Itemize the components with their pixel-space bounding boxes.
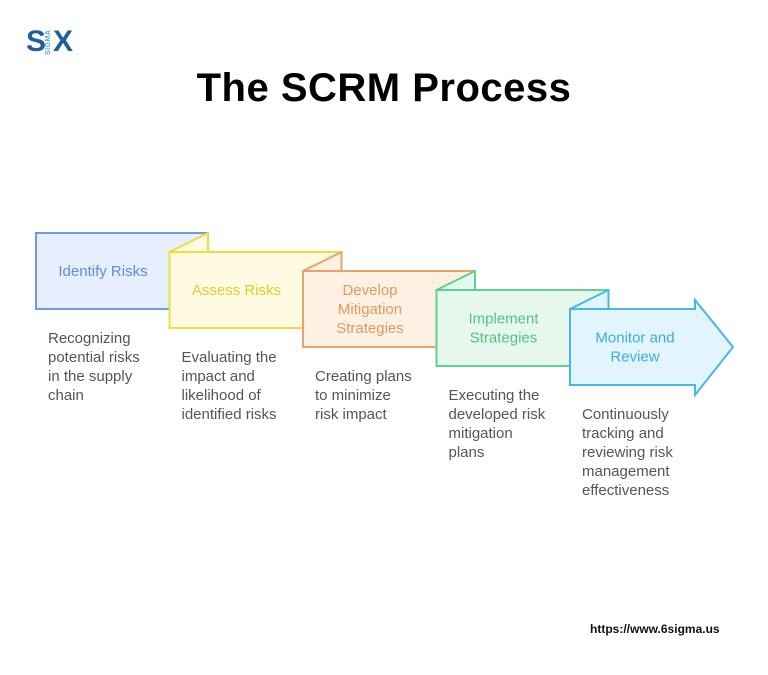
description-line: Continuously	[582, 406, 669, 423]
step-description-identify-risks: Recognizing potential risks in the supply c…	[48, 329, 140, 405]
fold-connector	[302, 251, 343, 272]
description-line: reviewing risk	[582, 444, 673, 461]
description-line: to minimize	[315, 387, 391, 404]
description-line: likelihood of	[181, 387, 261, 404]
description-line: identified risks	[181, 406, 277, 423]
description-line: Evaluating the	[181, 349, 277, 366]
step-assess-risks: Assess Risks	[168, 232, 343, 329]
step-label: Develop	[342, 282, 397, 299]
fold-connector	[168, 232, 209, 253]
six-sigma-logo: S SIGMA X	[26, 25, 73, 58]
step-arrow-shape	[569, 297, 735, 398]
description-line: developed risk	[448, 406, 546, 423]
description-line: potential risks	[48, 349, 140, 366]
footer-url[interactable]: https://www.6sigma.us	[590, 622, 720, 636]
description-line: effectiveness	[582, 482, 670, 499]
step-label: Identify Risks	[58, 263, 147, 280]
step-description-monitor-and-review: Continuously tracking and reviewing risk ma…	[582, 405, 673, 500]
description-line: plans	[448, 444, 485, 461]
description-line: tracking and	[582, 425, 664, 442]
description-line: in the supply	[48, 368, 133, 385]
step-description-assess-risks: Evaluating the impact and likelihood of ide…	[182, 348, 277, 424]
description-line: mitigation	[448, 425, 513, 442]
fold-connector	[569, 289, 610, 310]
logo-letter-s: S	[26, 25, 46, 58]
logo-letter-x: X	[53, 25, 73, 58]
step-label: Implement	[468, 311, 539, 328]
fold-connector	[435, 270, 476, 291]
step-label: Mitigation	[338, 301, 402, 318]
step-description-develop-mitigation-strategies: Creating plans to minimize risk impact	[315, 367, 412, 424]
description-line: risk impact	[315, 406, 387, 423]
description-line: impact and	[181, 368, 255, 385]
description-line: chain	[48, 387, 84, 404]
step-label: Assess Risks	[192, 282, 281, 299]
step-label: Review	[610, 349, 659, 366]
description-line: Recognizing	[48, 330, 131, 347]
step-label: Strategies	[336, 320, 404, 337]
description-line: management	[582, 463, 670, 480]
page-title: The SCRM Process	[196, 66, 572, 110]
step-label: Strategies	[470, 330, 538, 347]
step-description-implement-strategies: Executing the developed risk mitigation pla…	[449, 386, 546, 462]
step-label: Monitor and	[595, 330, 674, 347]
description-line: Executing the	[448, 387, 540, 404]
description-line: Creating plans	[315, 368, 412, 385]
